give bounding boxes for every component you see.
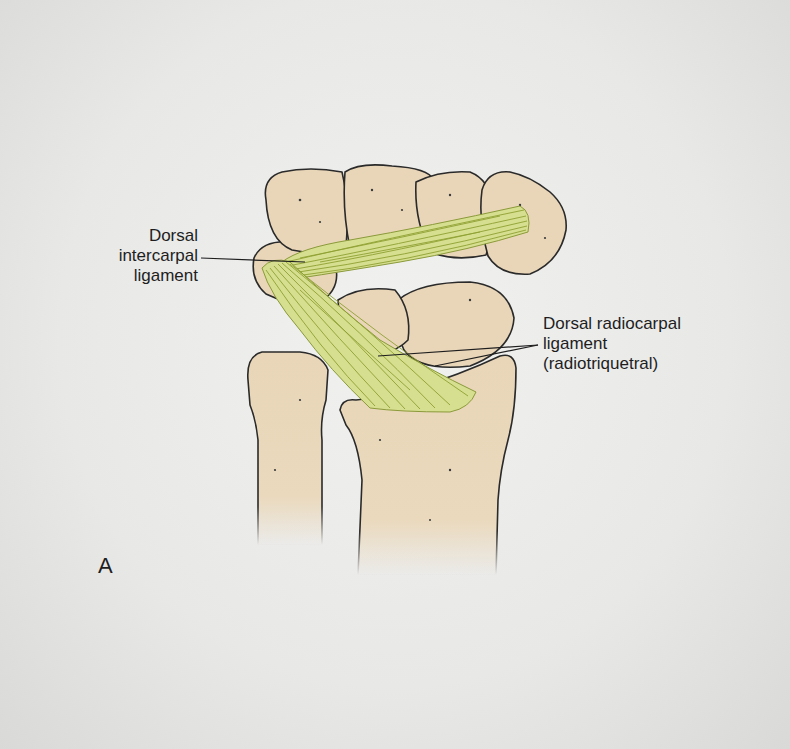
ligament-label: Dorsal radiocarpal ligament (radiotrique… xyxy=(543,314,715,374)
ligament-label: Dorsal intercarpal ligament xyxy=(80,226,198,286)
figure-letter: A xyxy=(98,556,138,576)
